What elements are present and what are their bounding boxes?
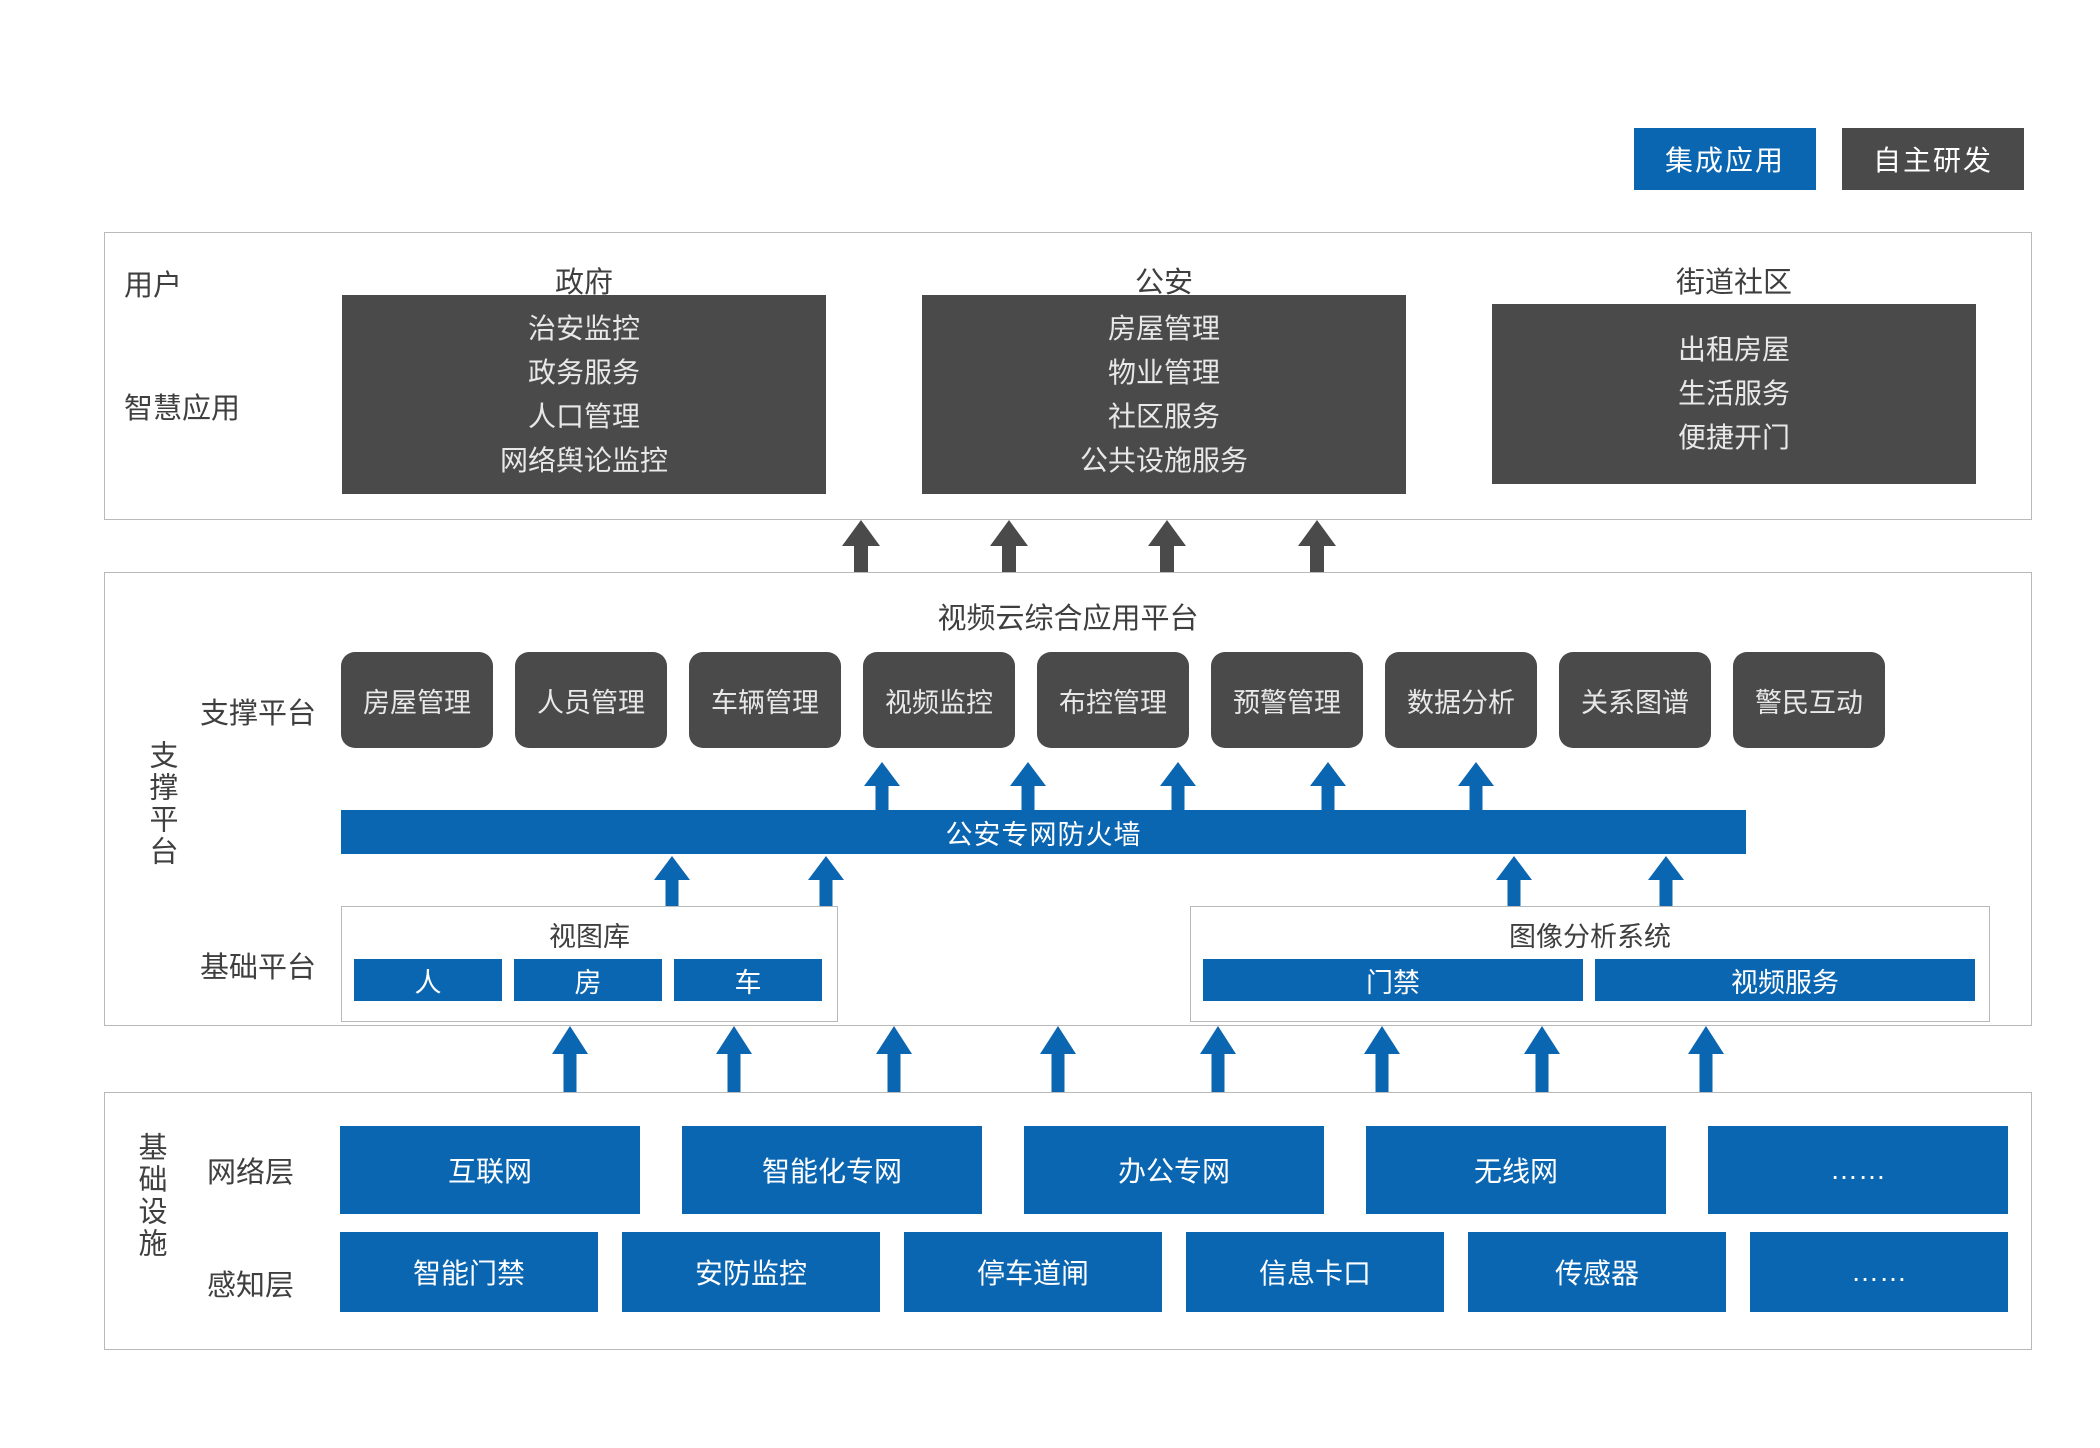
arrow-up-blue — [716, 1026, 752, 1092]
app-item: 生活服务 — [1677, 378, 1790, 409]
arrow-up-blue — [1160, 762, 1196, 810]
support-box-data-analysis[interactable]: 数据分析 — [1385, 652, 1537, 748]
support-box-vehicle-management[interactable]: 车辆管理 — [689, 652, 841, 748]
view-library-title: 视图库 — [549, 922, 630, 952]
app-item: 人口管理 — [527, 400, 640, 432]
network-box-more[interactable]: …… — [1708, 1126, 2008, 1214]
sensing-box-smart-access-control[interactable]: 智能门禁 — [340, 1232, 598, 1312]
network-box-wireless-network[interactable]: 无线网 — [1366, 1126, 1666, 1214]
image-system-item-video-service[interactable]: 视频服务 — [1595, 959, 1975, 1001]
support-box-personnel-management[interactable]: 人员管理 — [515, 652, 667, 748]
arrow-up-blue — [1648, 856, 1684, 906]
arrow-up-blue — [1310, 762, 1346, 810]
app-item: 公共设施服务 — [1079, 444, 1248, 476]
arrow-up-blue — [1458, 762, 1494, 810]
legend-self-developed: 自主研发 — [1842, 128, 2024, 190]
arrow-up-gray — [842, 520, 880, 572]
vertical-label-support-platform: 支撑平台 — [145, 740, 177, 868]
arrow-up-blue — [1524, 1026, 1560, 1092]
arrow-up-blue — [864, 762, 900, 810]
arrow-up-blue — [1364, 1026, 1400, 1092]
app-item: 治安监控 — [527, 312, 640, 344]
network-box-intelligent-private-network[interactable]: 智能化专网 — [682, 1126, 982, 1214]
row-label-base-platform: 基础平台 — [200, 952, 317, 984]
app-item: 社区服务 — [1107, 400, 1220, 432]
arrow-up-blue — [808, 856, 844, 906]
vertical-label-infrastructure: 基础设施 — [134, 1132, 166, 1260]
view-library-item-vehicle[interactable]: 车 — [674, 959, 822, 1001]
row-label-smart-application: 智慧应用 — [124, 393, 241, 425]
app-box-public-security[interactable]: 房屋管理 物业管理 社区服务 公共设施服务 — [922, 295, 1406, 494]
sensing-box-parking-barrier[interactable]: 停车道闸 — [904, 1232, 1162, 1312]
arrow-up-blue — [1010, 762, 1046, 810]
arrow-up-blue — [552, 1026, 588, 1092]
support-box-house-management[interactable]: 房屋管理 — [341, 652, 493, 748]
sensing-box-sensor[interactable]: 传感器 — [1468, 1232, 1726, 1312]
app-box-street-community[interactable]: 出租房屋 生活服务 便捷开门 — [1492, 304, 1976, 484]
network-box-internet[interactable]: 互联网 — [340, 1126, 640, 1214]
legend: 集成应用 自主研发 — [1634, 128, 2024, 190]
firewall-bar: 公安专网防火墙 — [341, 810, 1746, 854]
view-library-item-person[interactable]: 人 — [354, 959, 502, 1001]
arrow-up-gray — [1298, 520, 1336, 572]
app-column-title-street-community: 街道社区 — [1675, 267, 1792, 299]
legend-integrated-app: 集成应用 — [1634, 128, 1816, 190]
view-library-item-house[interactable]: 房 — [514, 959, 662, 1001]
support-box-video-surveillance[interactable]: 视频监控 — [863, 652, 1015, 748]
support-box-police-public-interaction[interactable]: 警民互动 — [1733, 652, 1885, 748]
support-box-relationship-graph[interactable]: 关系图谱 — [1559, 652, 1711, 748]
app-column-title-public-security: 公安 — [1134, 267, 1193, 299]
platform-title: 视频云综合应用平台 — [937, 603, 1199, 635]
image-analysis-system-title: 图像分析系统 — [1509, 922, 1671, 952]
row-label-user: 用户 — [124, 270, 183, 302]
row-label-support-platform: 支撑平台 — [200, 698, 317, 730]
sensing-box-more[interactable]: …… — [1750, 1232, 2008, 1312]
app-item: 网络舆论监控 — [499, 444, 668, 476]
arrow-up-blue — [1200, 1026, 1236, 1092]
arrow-up-gray — [990, 520, 1028, 572]
row-label-sensing-layer: 感知层 — [207, 1270, 295, 1302]
arrow-up-blue — [654, 856, 690, 906]
sensing-box-security-surveillance[interactable]: 安防监控 — [622, 1232, 880, 1312]
arrow-up-blue — [1040, 1026, 1076, 1092]
view-library-panel: 视图库 人 房 车 — [341, 906, 838, 1022]
app-column-title-government: 政府 — [554, 267, 613, 299]
support-box-control-management[interactable]: 布控管理 — [1037, 652, 1189, 748]
arrow-up-gray — [1148, 520, 1186, 572]
image-analysis-system-panel: 图像分析系统 门禁 视频服务 — [1190, 906, 1990, 1022]
sensing-box-information-checkpoint[interactable]: 信息卡口 — [1186, 1232, 1444, 1312]
app-box-government[interactable]: 治安监控 政务服务 人口管理 网络舆论监控 — [342, 295, 826, 494]
app-item: 房屋管理 — [1107, 312, 1220, 344]
app-item: 物业管理 — [1107, 356, 1220, 388]
app-item: 便捷开门 — [1677, 422, 1790, 453]
arrow-up-blue — [876, 1026, 912, 1092]
network-box-office-private-network[interactable]: 办公专网 — [1024, 1126, 1324, 1214]
arrow-up-blue — [1688, 1026, 1724, 1092]
app-item: 政务服务 — [527, 356, 640, 388]
support-box-early-warning-management[interactable]: 预警管理 — [1211, 652, 1363, 748]
arrow-up-blue — [1496, 856, 1532, 906]
row-label-network-layer: 网络层 — [207, 1157, 295, 1189]
app-item: 出租房屋 — [1677, 334, 1790, 365]
image-system-item-access-control[interactable]: 门禁 — [1203, 959, 1583, 1001]
